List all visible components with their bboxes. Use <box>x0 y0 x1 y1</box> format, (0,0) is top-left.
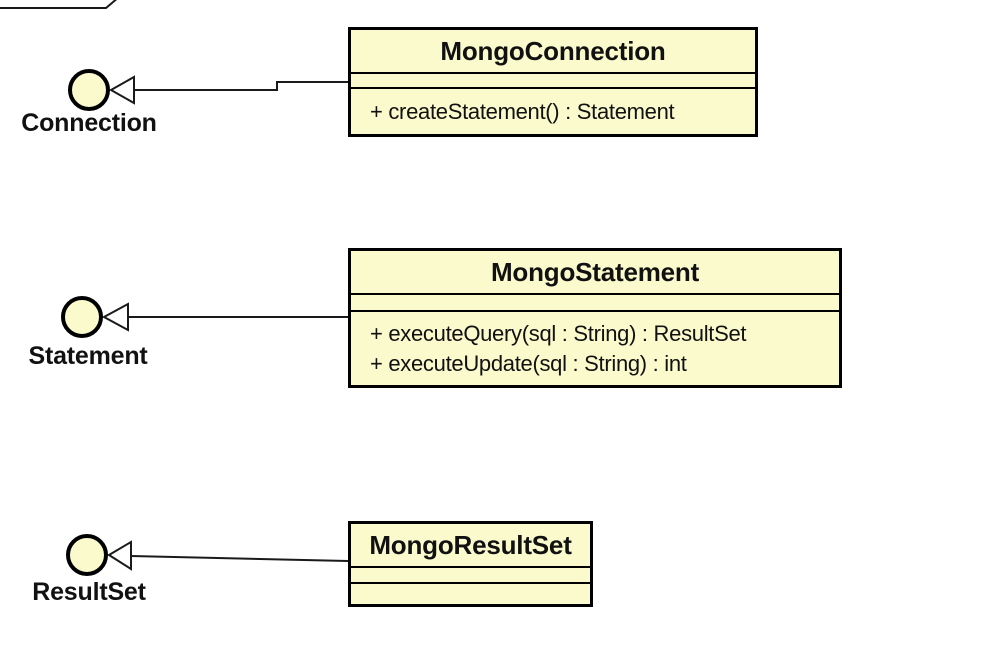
class-title: MongoStatement <box>490 256 700 287</box>
method-entry: + executeUpdate(sql : String) : int <box>370 350 687 376</box>
class-title: MongoResultSet <box>369 529 572 560</box>
interface-label-statement: Statement <box>28 342 148 370</box>
interface-label-connection: Connection <box>21 109 157 137</box>
methods-compartment: + createStatement() : Statement <box>351 87 755 134</box>
class-title: MongoConnection <box>440 35 666 66</box>
frame-tab-edge <box>0 0 118 9</box>
realization-arrowhead-icon-statement <box>101 302 129 332</box>
methods-compartment: + executeQuery(sql : String) : ResultSet… <box>351 310 839 385</box>
fields-compartment <box>351 72 755 87</box>
fields-compartment <box>351 293 839 310</box>
class-node-mongoresultset: MongoResultSet <box>348 521 593 607</box>
realization-arrowhead-icon-connection <box>108 75 135 105</box>
interface-circle-icon-resultset <box>66 534 108 576</box>
interface-circle-icon-statement <box>61 296 103 338</box>
class-node-mongoconnection: MongoConnection + createStatement() : St… <box>348 27 758 137</box>
method-entry: + createStatement() : Statement <box>370 98 675 124</box>
methods-compartment <box>351 582 590 604</box>
interface-label-resultset: ResultSet <box>32 578 146 606</box>
realization-edge-connection <box>134 81 348 91</box>
realization-edge-resultset <box>130 555 349 562</box>
realization-arrowhead-icon-resultset <box>107 540 132 571</box>
interface-circle-icon-connection <box>68 69 110 111</box>
class-node-mongostatement: MongoStatement + executeQuery(sql : Stri… <box>348 248 842 388</box>
fields-compartment <box>351 566 590 582</box>
method-entry: + executeQuery(sql : String) : ResultSet <box>370 320 747 346</box>
